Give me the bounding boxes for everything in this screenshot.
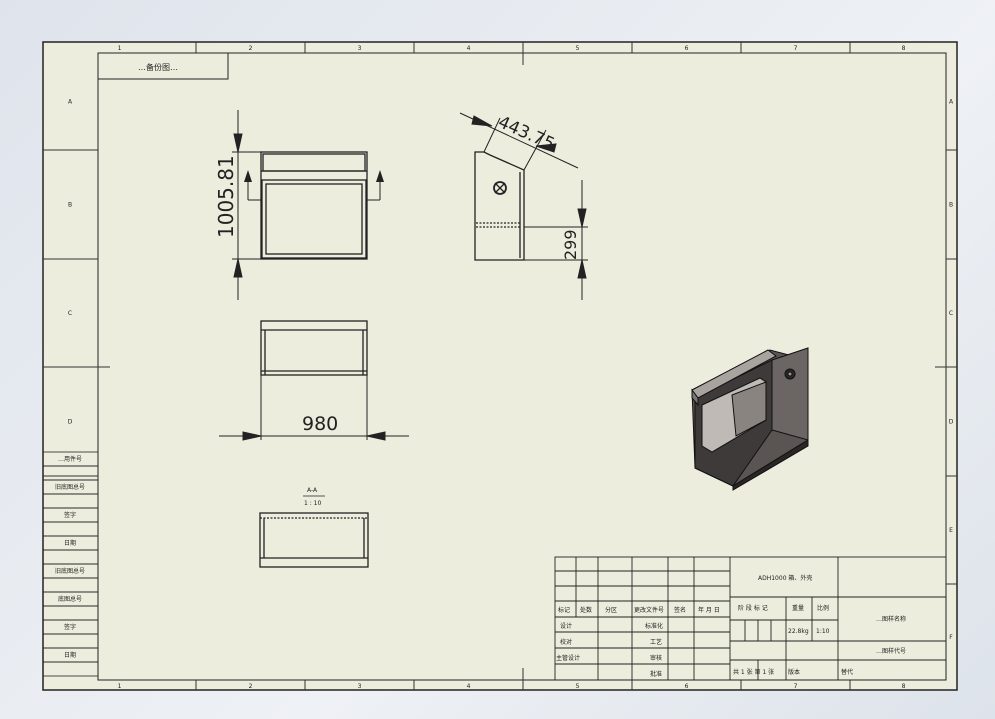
rev-header-4: 签名 — [674, 606, 686, 614]
row-label-right: C — [949, 310, 953, 317]
front-view — [244, 151, 384, 260]
company-name: …图样名称 — [876, 615, 906, 623]
col-label-top: 5 — [576, 45, 580, 52]
scale-value: 1:10 — [816, 628, 830, 635]
isometric-view — [691, 347, 809, 491]
title-block-text: ADH1000 箱、外壳 标记 处数 分区 更改文件号 签名 年 月 日 设计 … — [556, 574, 906, 678]
left-strip-label: 日期 — [64, 651, 76, 659]
title-block — [554, 556, 947, 681]
rev-header-5: 年 月 日 — [698, 606, 720, 614]
section-scale: 1 : 10 — [304, 500, 321, 507]
col-label-top: 8 — [902, 45, 906, 52]
left-strip-label: 签字 — [64, 623, 76, 631]
col-label-bottom: 1 — [118, 683, 122, 690]
left-strip-label: …用件号 — [58, 455, 82, 463]
section-name: A-A — [307, 487, 318, 494]
role-standard: 标准化 — [645, 622, 663, 630]
rev-header-3: 更改文件号 — [634, 606, 664, 614]
col-label-bottom: 6 — [685, 683, 689, 690]
col-label-top: 3 — [358, 45, 362, 52]
left-strip-label: 旧底图总号 — [55, 483, 85, 491]
stage-label: 阶 段 标 记 — [738, 604, 768, 612]
role-lead: 主管设计 — [556, 654, 580, 662]
zone-marks — [43, 42, 957, 690]
role-review: 审核 — [650, 654, 662, 662]
row-label-right: E — [949, 527, 953, 534]
product-name: ADH1000 箱、外壳 — [758, 574, 812, 582]
col-label-bottom: 8 — [902, 683, 906, 690]
col-label-top: 1 — [118, 45, 122, 52]
sheet-info: 共 1 张 第 1 张 — [733, 668, 774, 676]
width-dim-text: 980 — [302, 413, 338, 435]
left-strip-label: 日期 — [64, 539, 76, 547]
top-view — [260, 320, 368, 376]
left-strip-label: 旧底图总号 — [55, 567, 85, 575]
header-box-text: …备份图… — [138, 62, 178, 72]
weight-label: 重量 — [792, 604, 804, 612]
scale-label: 比例 — [817, 604, 829, 612]
header-box — [97, 52, 229, 80]
role-check: 校对 — [560, 638, 572, 646]
rev-header-2: 分区 — [605, 606, 617, 614]
col-label-top: 6 — [685, 45, 689, 52]
paper — [42, 41, 958, 691]
side-dim-text: 299 — [561, 229, 580, 260]
row-label-left: C — [68, 310, 72, 317]
rev-header-0: 标记 — [558, 606, 570, 614]
row-label-right: A — [949, 99, 954, 106]
weight-value: 22.8kg — [788, 628, 809, 635]
col-label-bottom: 5 — [576, 683, 580, 690]
row-label-right: D — [949, 419, 954, 426]
section-view — [259, 512, 369, 568]
row-label-right: F — [949, 634, 953, 641]
rev-header-1: 处数 — [580, 606, 592, 614]
col-label-top: 4 — [467, 45, 471, 52]
left-strip-label: 签字 — [64, 511, 76, 519]
role-design: 设计 — [560, 622, 572, 630]
drawing-number: …图样代号 — [876, 647, 906, 655]
side-dimension — [524, 180, 588, 300]
row-label-left: A — [68, 99, 73, 106]
role-approve: 批准 — [650, 670, 662, 678]
col-label-bottom: 4 — [467, 683, 471, 690]
col-label-top: 7 — [794, 45, 798, 52]
col-label-top: 2 — [249, 45, 253, 52]
angled-dimension — [459, 112, 579, 171]
left-strip-label: 底图总号 — [58, 595, 82, 603]
height-dim-text: 1005.81 — [214, 155, 238, 238]
height-dimension — [232, 110, 261, 300]
col-label-bottom: 7 — [794, 683, 798, 690]
width-dimension — [219, 375, 409, 441]
row-label-right: B — [949, 202, 953, 209]
col-label-bottom: 3 — [358, 683, 362, 690]
row-label-left: D — [68, 419, 73, 426]
row-label-left: B — [68, 202, 72, 209]
replace-label: 替代 — [841, 668, 853, 676]
role-process: 工艺 — [650, 638, 662, 646]
version-label: 版本 — [788, 668, 800, 676]
col-label-bottom: 2 — [249, 683, 253, 690]
